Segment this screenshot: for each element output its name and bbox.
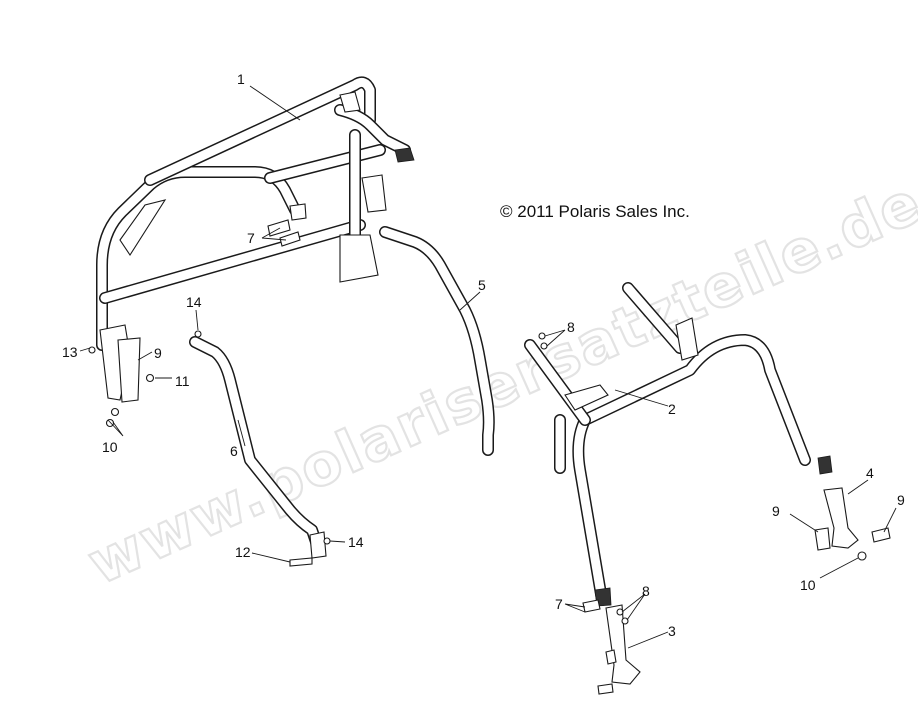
callout-4: 4 xyxy=(866,465,874,481)
callout-14-bottom: 14 xyxy=(348,534,364,550)
part-2-rear-cage xyxy=(524,282,833,607)
callout-8-bottom: 8 xyxy=(642,583,650,599)
part-3-foot-left xyxy=(605,604,641,685)
part-6-brace xyxy=(189,336,327,559)
callout-7-top: 7 xyxy=(247,230,255,246)
callout-9-right: 9 xyxy=(897,492,905,508)
part-4-foot-right xyxy=(823,487,859,549)
callout-8-top: 8 xyxy=(567,319,575,335)
callout-10-right: 10 xyxy=(800,577,816,593)
copyright-text: © 2011 Polaris Sales Inc. xyxy=(500,202,690,221)
callout-3: 3 xyxy=(668,623,676,639)
callout-9-mid: 9 xyxy=(772,503,780,519)
watermark-text: www.polarisersatzteile.de xyxy=(78,168,918,598)
part-1-front-cage xyxy=(96,76,415,403)
callout-14-top: 14 xyxy=(186,294,202,310)
callout-12: 12 xyxy=(235,544,251,560)
callout-5: 5 xyxy=(478,277,486,293)
callout-13: 13 xyxy=(62,344,78,360)
callout-6: 6 xyxy=(230,443,238,459)
part-5-tube xyxy=(379,226,495,456)
callout-9-left: 9 xyxy=(154,345,162,361)
callout-1: 1 xyxy=(237,71,245,87)
callout-7-bottom: 7 xyxy=(555,596,563,612)
leader-lines xyxy=(79,85,897,649)
callout-11: 11 xyxy=(175,373,190,389)
callout-10-left: 10 xyxy=(102,439,118,455)
callout-labels: 1 2 3 4 5 6 7 7 8 8 9 9 9 10 10 11 12 13… xyxy=(62,71,905,639)
callout-2: 2 xyxy=(668,401,676,417)
